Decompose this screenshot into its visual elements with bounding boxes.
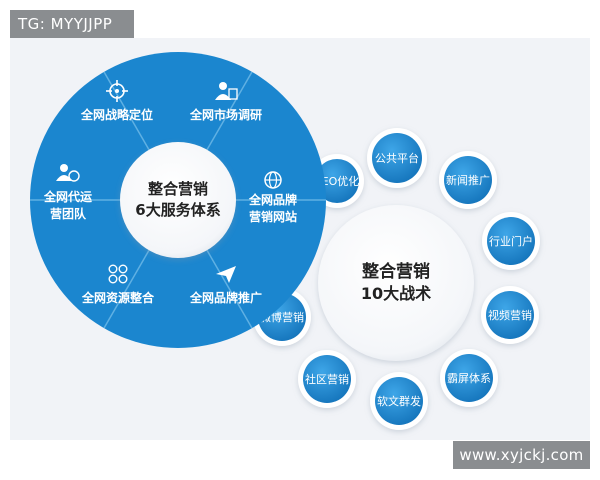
wheel-divider bbox=[206, 249, 253, 329]
watermark-bottom-right: www.xyjckj.com bbox=[453, 441, 590, 469]
tactic-label: 行业门户 bbox=[489, 234, 533, 248]
tactic-bubble: 霸屏体系 bbox=[440, 349, 498, 407]
tactic-bubble-fill bbox=[375, 377, 423, 425]
wheel-divider bbox=[103, 249, 150, 329]
globe-icon bbox=[264, 171, 282, 189]
service-label: 全网市场调研 bbox=[189, 107, 262, 122]
tactics-center-subtitle: 10大战术 bbox=[361, 284, 431, 303]
tactic-label: SEO优化 bbox=[315, 174, 360, 188]
tactic-bubble-fill bbox=[445, 354, 493, 402]
service-label: 全网品牌推广 bbox=[189, 290, 262, 305]
service-segment: 全网战略定位 bbox=[80, 80, 153, 122]
tactic-bubble: 新闻推广 bbox=[439, 151, 497, 209]
wheel-center-subtitle: 6大服务体系 bbox=[135, 201, 220, 219]
tactic-bubble: 视频营销 bbox=[481, 286, 539, 344]
tactic-bubble: 公共平台 bbox=[367, 128, 427, 188]
tactic-label: 社区营销 bbox=[305, 372, 349, 386]
tactic-bubble: 社区营销 bbox=[298, 350, 356, 408]
watermark-top-left: TG: MYYJJPP bbox=[10, 10, 134, 38]
tactic-label: 视频营销 bbox=[488, 308, 532, 322]
tactic-bubble: 行业门户 bbox=[482, 212, 540, 270]
grid-circles-icon bbox=[108, 264, 128, 284]
service-label: 全网代运 bbox=[43, 189, 92, 204]
tactic-bubble: 软文群发 bbox=[370, 372, 428, 430]
wheel-center-circle bbox=[120, 142, 236, 258]
tactic-bubble-fill bbox=[303, 355, 351, 403]
service-segment: 全网市场调研 bbox=[189, 82, 262, 122]
wheel-divider bbox=[206, 71, 253, 151]
tactic-bubble-fill bbox=[315, 159, 359, 203]
service-segment: 全网资源整合 bbox=[81, 264, 155, 305]
tactic-bubble-fill bbox=[487, 217, 535, 265]
tactic-bubble-fill bbox=[444, 156, 492, 204]
service-label-line2: 营团队 bbox=[50, 206, 87, 221]
tactic-label: 公共平台 bbox=[375, 151, 419, 165]
tactic-label: 霸屏体系 bbox=[447, 371, 491, 385]
service-label: 全网资源整合 bbox=[81, 290, 155, 305]
service-segment: 全网品牌推广 bbox=[189, 266, 262, 305]
service-label: 全网战略定位 bbox=[80, 107, 153, 122]
wheel-divider bbox=[103, 71, 150, 151]
tactic-label: 软文群发 bbox=[377, 394, 421, 408]
tactic-label: 新闻推广 bbox=[446, 173, 490, 187]
paper-plane-icon bbox=[216, 266, 236, 283]
service-label-line2: 营销网站 bbox=[249, 209, 297, 224]
tactics-center-title: 整合营销 bbox=[362, 261, 430, 282]
users-chart-icon bbox=[56, 164, 80, 182]
wheel-dividers bbox=[30, 71, 326, 329]
tactic-bubble-fill bbox=[372, 133, 422, 183]
tactic-bubble-fill bbox=[486, 291, 534, 339]
tactics-center-circle bbox=[318, 205, 474, 361]
service-label: 全网品牌 bbox=[248, 192, 297, 207]
user-doc-icon bbox=[215, 82, 238, 100]
wheel-center-title: 整合营销 bbox=[148, 180, 208, 198]
crosshair-icon bbox=[106, 80, 128, 102]
